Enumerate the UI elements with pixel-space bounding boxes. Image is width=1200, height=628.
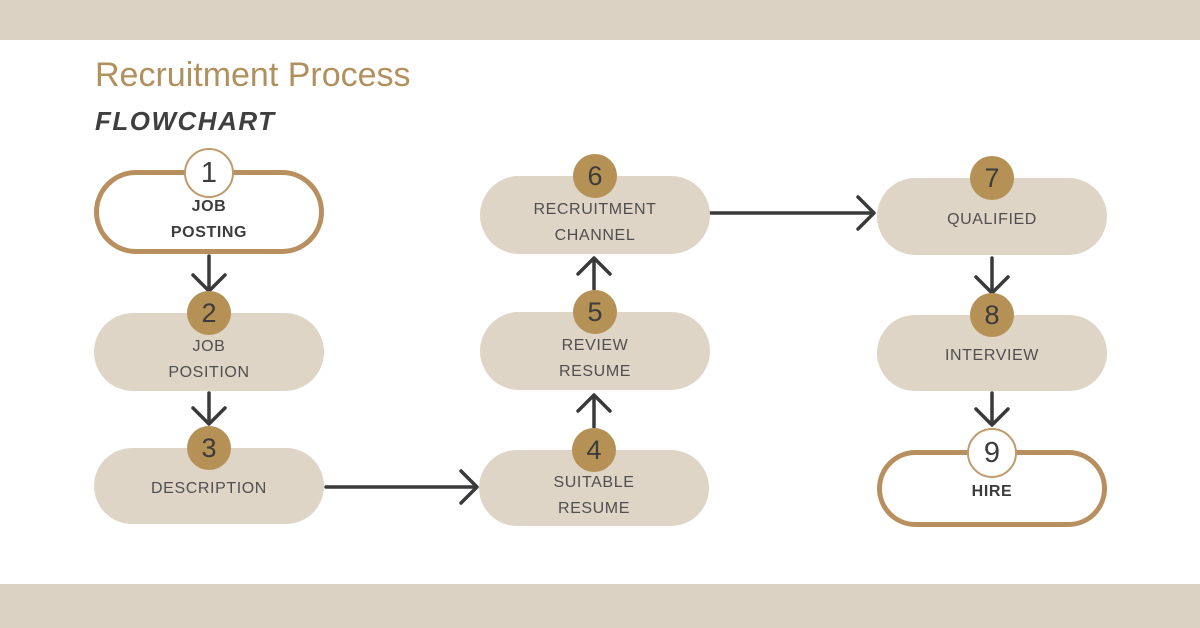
node-7-qualified: QUALIFIED 7 (877, 156, 1107, 255)
step-badge: 1 (184, 148, 234, 198)
arrow-8-9 (974, 391, 1010, 427)
step-badge: 7 (970, 156, 1014, 200)
frame-bar-bottom (0, 584, 1200, 628)
arrow-1-2 (191, 254, 227, 293)
step-badge: 9 (967, 428, 1017, 478)
frame-bar-top (0, 0, 1200, 40)
node-label: JOB POSITION (168, 338, 250, 381)
step-badge: 8 (970, 293, 1014, 337)
page-title: Recruitment Process (95, 56, 411, 94)
arrow-4-5 (576, 393, 612, 429)
node-label: RECRUITMENT CHANNEL (533, 201, 657, 244)
step-number: 4 (586, 434, 602, 465)
node-label: REVIEW RESUME (558, 337, 632, 380)
arrow-6-7 (707, 195, 876, 231)
node-label: JOB POSTING (170, 198, 248, 241)
node-9-hire: HIRE 9 (877, 428, 1107, 527)
step-badge: 6 (573, 154, 617, 198)
step-number: 8 (984, 299, 1000, 330)
step-badge: 5 (573, 290, 617, 334)
step-number: 9 (983, 436, 1001, 469)
step-number: 5 (587, 296, 603, 327)
node-label: SUITABLE RESUME (553, 474, 635, 517)
node-label: DESCRIPTION (151, 480, 267, 497)
step-number: 2 (201, 297, 217, 328)
step-number: 1 (200, 156, 218, 189)
arrow-5-6 (576, 256, 612, 291)
step-number: 7 (984, 162, 1000, 193)
node-4-suitable-resume: SUITABLE RESUME 4 (479, 428, 709, 526)
node-2-job-position: JOB POSITION 2 (94, 291, 324, 391)
node-label: HIRE (971, 482, 1013, 500)
node-label: INTERVIEW (944, 347, 1039, 364)
arrow-2-3 (191, 391, 227, 426)
page-subtitle: FLOWCHART (95, 106, 276, 136)
node-6-recruitment-channel: RECRUITMENT CHANNEL 6 (480, 154, 710, 254)
node-3-description: DESCRIPTION 3 (94, 426, 324, 524)
step-badge: 2 (187, 291, 231, 335)
arrow-3-4 (324, 469, 479, 505)
node-8-interview: INTERVIEW 8 (877, 293, 1107, 391)
arrow-7-8 (974, 256, 1010, 295)
node-1-job-posting: JOB POSTING 1 (94, 148, 324, 254)
step-number: 6 (587, 160, 603, 191)
node-5-review-resume: REVIEW RESUME 5 (480, 290, 710, 390)
node-label: QUALIFIED (947, 210, 1037, 228)
step-badge: 3 (187, 426, 231, 470)
step-badge: 4 (572, 428, 616, 472)
step-number: 3 (201, 432, 217, 463)
